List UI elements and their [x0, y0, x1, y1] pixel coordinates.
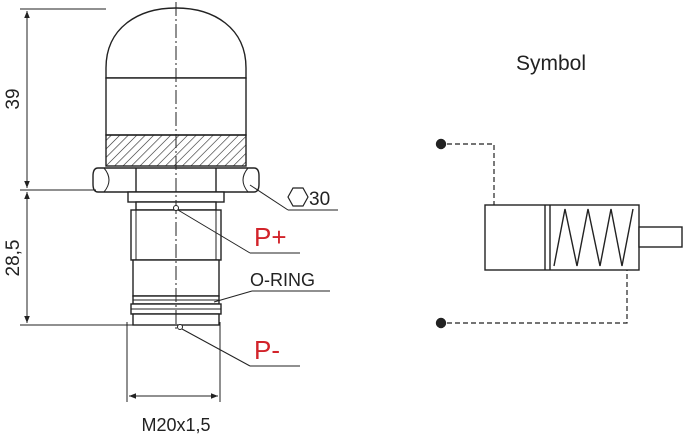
- symbol-body: [484, 204, 640, 271]
- symbol-rod: [638, 226, 683, 248]
- p-plus-port: [173, 205, 179, 211]
- symbol-port-bottom: [435, 317, 447, 329]
- switch-symbol: [435, 138, 683, 329]
- spring-icon: [553, 208, 634, 267]
- symbol-port-top: [435, 138, 447, 150]
- hex-icon: [287, 187, 309, 207]
- p-minus-label: P-: [254, 335, 280, 365]
- symbol-title: Symbol: [516, 52, 586, 75]
- dome-cap: [105, 7, 247, 79]
- hex-size-label: 30: [309, 189, 330, 210]
- dim-thread: M20x1,5: [141, 415, 210, 435]
- dim-height-top: 39: [3, 88, 24, 109]
- p-minus-port: [177, 324, 183, 330]
- p-plus-label: P+: [254, 222, 287, 252]
- o-ring-label: O-RING: [250, 270, 315, 290]
- dim-height-bottom: 28,5: [3, 240, 24, 277]
